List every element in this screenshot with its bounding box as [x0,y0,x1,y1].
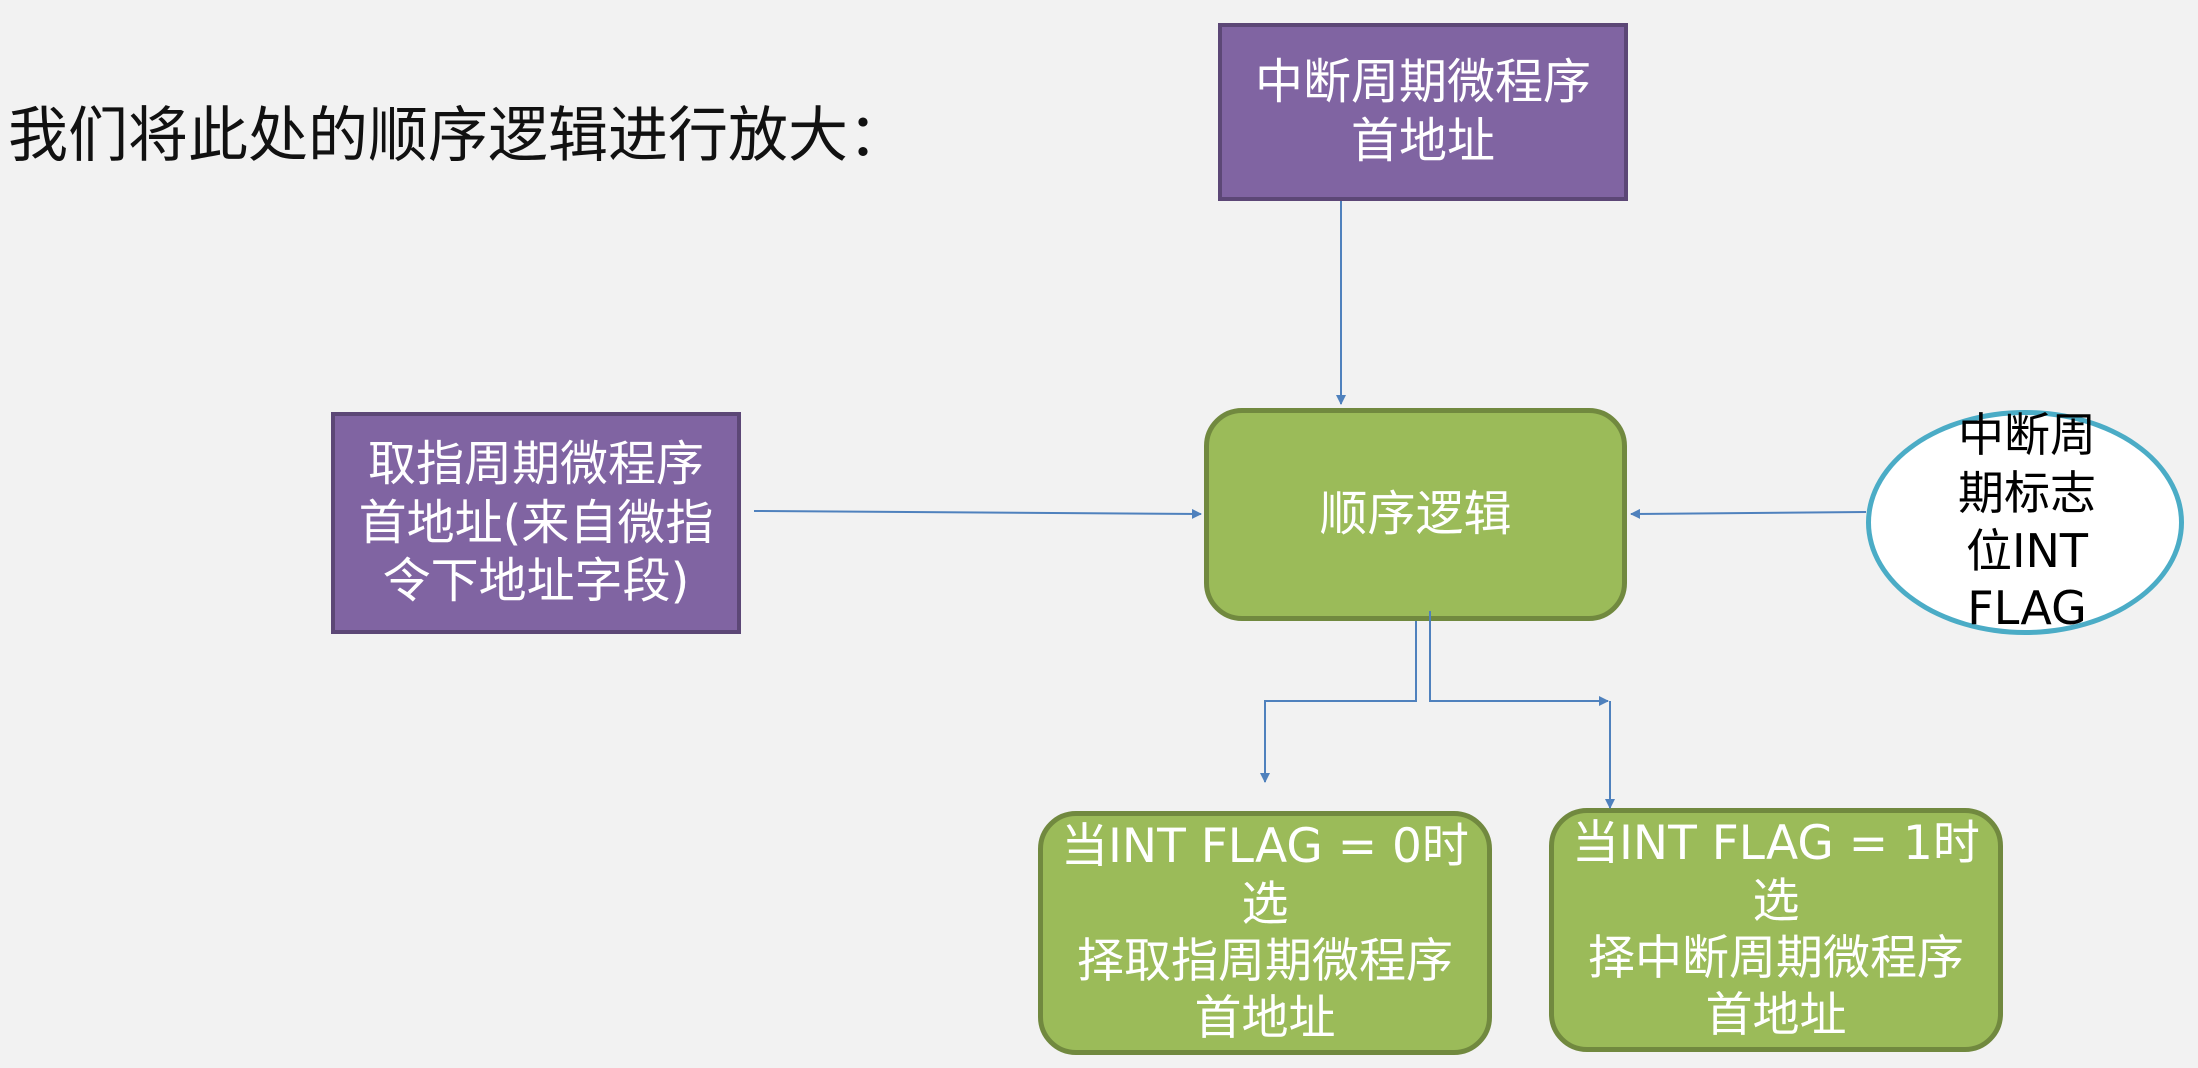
int-flag-ellipse: 中断周 期标志 位INT FLAG [1866,408,2184,635]
flag-zero-result-box: 当INT FLAG = 0时选 择取指周期微程序 首地址 [1038,811,1492,1055]
arrow-logic-to-flag-zero [1260,621,1417,783]
arrow-fetch-to-logic [753,508,1202,519]
arrow-logic-to-flag-one-a [1429,611,1609,706]
sequence-logic-box: 顺序逻辑 [1204,408,1627,621]
slide-title: 我们将此处的顺序逻辑进行放大： [8,101,908,171]
arrow-flag-to-logic [1630,508,1867,519]
flag-one-result-box: 当INT FLAG = 1时选 择中断周期微程序 首地址 [1549,808,2003,1052]
interrupt-cycle-address-box: 中断周期微程序 首地址 [1218,23,1628,201]
fetch-cycle-address-box: 取指周期微程序 首地址(来自微指 令下地址字段) [331,412,741,634]
